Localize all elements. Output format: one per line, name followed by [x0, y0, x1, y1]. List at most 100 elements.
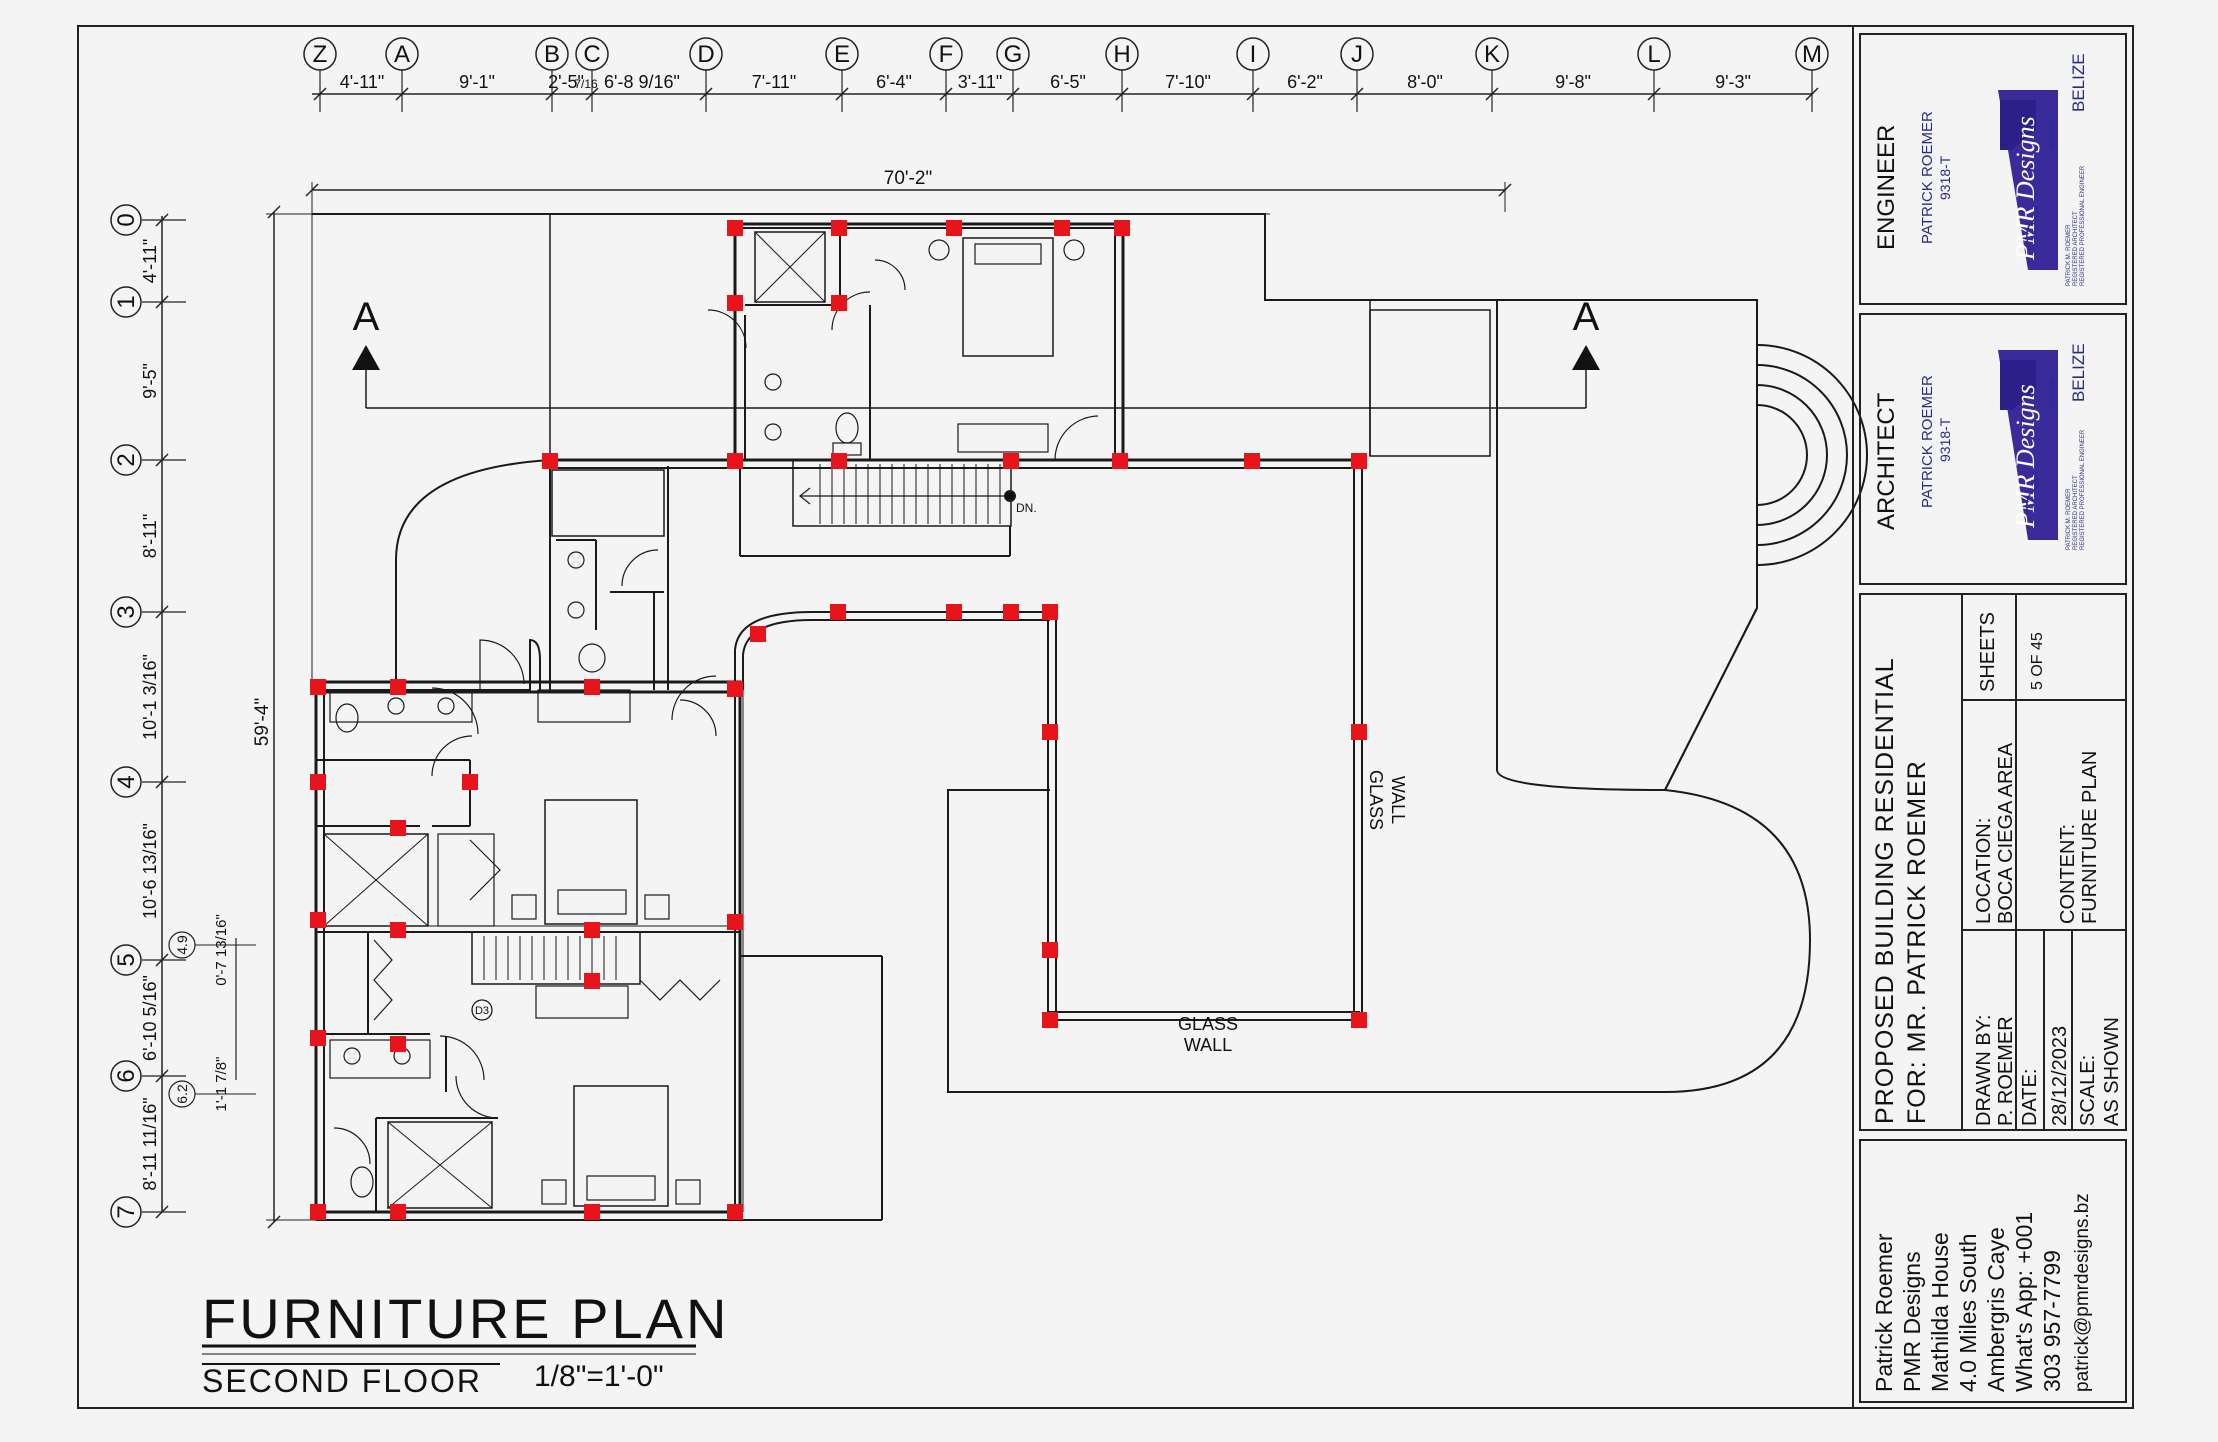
top-dim-11: 8'-0": [1407, 72, 1443, 92]
architect-block: ARCHITECT PATRICK ROEMER 9318-T PMR Desi…: [1873, 343, 2088, 550]
column-31: [727, 914, 743, 930]
grid-label-row-6: 6: [113, 1069, 140, 1082]
engineer-license: 9318-T: [1937, 155, 1953, 200]
project-line2: FOR: MR. PATRICK ROEMER: [1903, 760, 1931, 1124]
column-21: [584, 679, 600, 695]
d3-label: D3: [475, 1005, 489, 1017]
structural-columns: [310, 220, 1367, 1220]
drawn-by-label: DRAWN BY:: [1973, 1015, 1995, 1127]
location-label: LOCATION:: [1973, 818, 1995, 924]
column-37: [1351, 1012, 1367, 1028]
grid-bubble-row-7: [110, 1196, 142, 1228]
column-19: [310, 679, 326, 695]
left-dim-0: 4'-11": [140, 239, 160, 284]
grid-label-b: B: [544, 41, 560, 68]
left-dim-2: 8'-11": [140, 514, 160, 559]
column-30: [584, 922, 600, 938]
grid-label-z: Z: [313, 41, 328, 68]
column-12: [1244, 453, 1260, 469]
column-20: [390, 679, 406, 695]
column-41: [727, 1204, 743, 1220]
engineer-stamp-line1: PATRICK M. ROEMER: [2066, 224, 2072, 286]
contact-line-0: Patrick Roemer: [1871, 1233, 1897, 1392]
contact-line-2: Mathilda House: [1927, 1232, 1953, 1392]
content-label: CONTENT:: [2057, 824, 2079, 924]
left-dim-3: 10'-1 3/16": [140, 654, 160, 740]
top-dim-5: 7'-11": [752, 72, 797, 92]
top-dim-9: 7'-10": [1165, 72, 1211, 92]
grid-label-aux-1: 6.2: [174, 1084, 190, 1104]
column-40: [584, 1204, 600, 1220]
grid-label-d: D: [697, 41, 714, 68]
grid-bubble-row-0: [110, 204, 142, 236]
top-dim-12: 9'-8": [1555, 72, 1591, 92]
column-22: [727, 681, 743, 697]
column-7: [542, 453, 558, 469]
date-label: DATE:: [2019, 1069, 2041, 1126]
left-dim-1: 9'-5": [140, 363, 160, 399]
engineer-signature: [2026, 205, 2039, 251]
column-10: [1003, 453, 1019, 469]
glass-wall-label-2a: GLASS: [1178, 1014, 1238, 1034]
top-dim-1: 9'-1": [459, 72, 495, 92]
engineer-logo-text: PMR Designs: [2011, 116, 2040, 261]
column-33: [584, 973, 600, 989]
top-dim-8: 6'-5": [1050, 72, 1086, 92]
d3-marker: [471, 999, 493, 1021]
engineer-stamp-line3: REGISTERED PROFESSIONAL ENGINEER: [2080, 165, 2086, 286]
overall-height-dim: 59'-4": [252, 698, 273, 746]
top-dim-13: 9'-3": [1715, 72, 1751, 92]
top-dim-4: 6'-8 9/16": [604, 72, 680, 92]
engineer-stamp-date: 28-12-202: [2049, 118, 2056, 150]
column-1: [831, 220, 847, 236]
grid-label-c: C: [583, 41, 600, 68]
column-29: [390, 922, 406, 938]
project-info: PROPOSED BUILDING RESIDENTIAL FOR: MR. P…: [1871, 612, 2123, 1126]
column-32: [1042, 942, 1058, 958]
column-23: [310, 774, 326, 790]
grid-label-l: L: [1647, 41, 1660, 68]
engineer-block: ENGINEER PATRICK ROEMER 9318-T PMR Desig…: [1873, 53, 2088, 286]
grid-label-row-2: 2: [113, 453, 140, 466]
column-36: [1042, 1012, 1058, 1028]
section-label-right: A: [1573, 295, 1600, 339]
column-9: [831, 453, 847, 469]
column-6: [831, 295, 847, 311]
left-dim-5: 6'-10 5/16": [140, 975, 160, 1061]
column-17: [1003, 604, 1019, 620]
architect-stamp-line1: PATRICK M. ROEMER: [2066, 488, 2072, 550]
contact-line-1: PMR Designs: [1899, 1251, 1925, 1392]
grid-label-f: F: [939, 41, 954, 68]
column-39: [390, 1204, 406, 1220]
top-dim-10: 6'-2": [1287, 72, 1323, 92]
architect-signature: [2026, 475, 2039, 521]
project-line1: PROPOSED BUILDING RESIDENTIAL: [1871, 657, 1899, 1124]
left-aux-dim-1: 1'-1 7/8": [213, 1057, 230, 1112]
column-34: [310, 1030, 326, 1046]
grid-bubble-row-2: [110, 444, 142, 476]
section-label-left: A: [353, 295, 380, 339]
date-value: 28/12/2023: [2049, 1026, 2071, 1126]
sheets-label: SHEETS: [1977, 612, 1999, 692]
column-18: [1042, 604, 1058, 620]
column-35: [390, 1036, 406, 1052]
contact-line-7: patrick@pmrdesigns.bz: [2072, 1193, 2093, 1392]
section-markers: A A: [352, 295, 1600, 370]
section-arrow-left: [352, 345, 380, 370]
contact-line-3: 4.0 Miles South: [1955, 1233, 1981, 1392]
glass-wall-label-1b: WALL: [1388, 776, 1408, 824]
left-aux-dim-0: 0'-7 13/16": [213, 914, 230, 986]
architect-stamp-line2: REGISTERED ARCHITECT: [2073, 475, 2079, 550]
grid-label-aux-0: 4.9: [174, 935, 190, 955]
section-arrow-right: [1572, 345, 1600, 370]
grid-label-e: E: [834, 41, 850, 68]
contact-line-6: 303 957-7799: [2039, 1250, 2065, 1392]
top-dim-6: 6'-4": [876, 72, 912, 92]
content-value: FURNITURE PLAN: [2079, 751, 2101, 924]
grid-label-g: G: [1004, 41, 1023, 68]
column-24: [462, 774, 478, 790]
grid-bubble-row-1: [110, 286, 142, 318]
